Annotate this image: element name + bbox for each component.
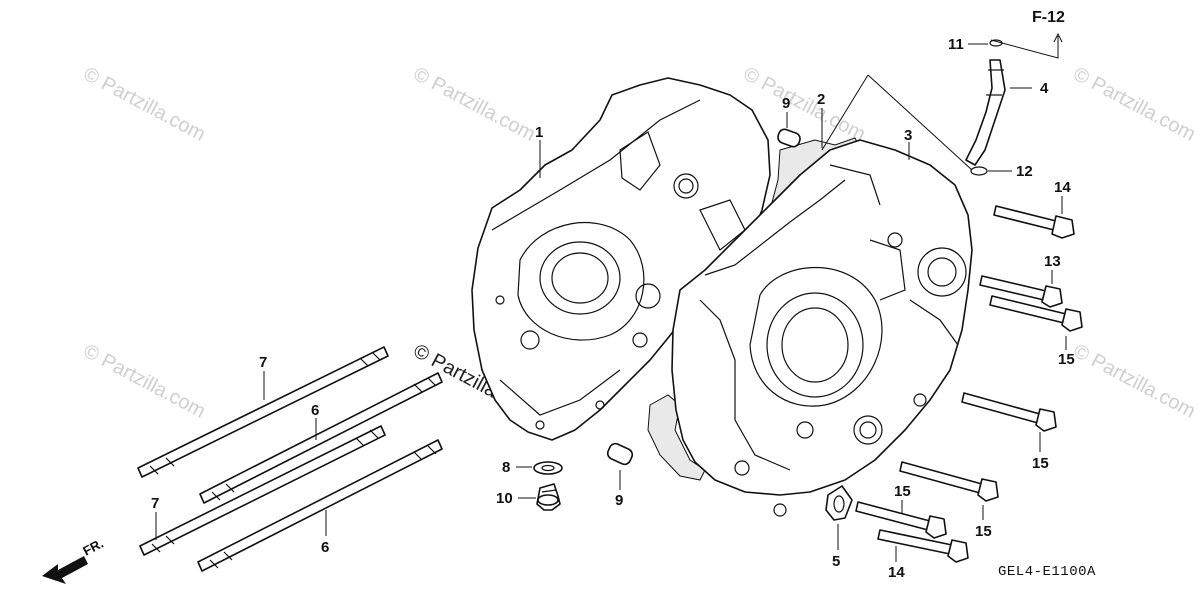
callout-9-upper[interactable]: 9 xyxy=(782,95,790,112)
callout-12[interactable]: 12 xyxy=(1016,163,1033,180)
callout-15-b[interactable]: 15 xyxy=(1032,455,1049,472)
watermark: © Partzilla.com xyxy=(80,63,209,146)
flange-bolt-14-upper[interactable] xyxy=(993,205,1075,239)
callout-3[interactable]: 3 xyxy=(904,127,912,144)
o-ring[interactable] xyxy=(825,485,853,521)
watermark: © Partzilla.com xyxy=(1070,63,1199,146)
flange-bolt-15-d[interactable] xyxy=(855,501,947,539)
watermark: © Partzilla.com xyxy=(80,340,209,423)
callout-15-c[interactable]: 15 xyxy=(894,483,911,500)
flange-bolt-14-lower[interactable] xyxy=(877,529,969,563)
dowel-pin-upper[interactable] xyxy=(776,128,801,149)
drain-bolt[interactable] xyxy=(536,483,561,511)
callout-15-d[interactable]: 15 xyxy=(975,523,992,540)
breather-hose[interactable] xyxy=(965,59,1006,166)
callout-7-upper[interactable]: 7 xyxy=(259,354,267,371)
callout-15-a[interactable]: 15 xyxy=(1058,351,1075,368)
flange-bolt-15-a[interactable] xyxy=(989,295,1083,332)
left-crankcase[interactable] xyxy=(471,77,771,441)
drawing-code: GEL4-E1100A xyxy=(998,564,1096,580)
callout-labels: 1 2 3 4 5 6 6 7 7 8 9 9 10 11 12 13 14 1… xyxy=(151,36,1075,581)
callout-1[interactable]: 1 xyxy=(535,124,543,141)
stud-bolt-6-lower[interactable] xyxy=(197,439,443,572)
callout-5[interactable]: 5 xyxy=(832,553,840,570)
right-crankcase[interactable] xyxy=(671,139,973,517)
callout-9-lower[interactable]: 9 xyxy=(615,492,623,509)
stud-bolt-7-lower[interactable] xyxy=(139,425,386,556)
front-direction-label: FR. xyxy=(80,536,106,559)
callout-8[interactable]: 8 xyxy=(502,459,510,476)
flange-bolt-15-b[interactable] xyxy=(961,392,1057,432)
watermark: © Partzilla.com xyxy=(1070,340,1199,423)
dowel-pin-lower[interactable] xyxy=(606,442,635,467)
callout-14-upper[interactable]: 14 xyxy=(1054,179,1071,196)
callout-6-lower[interactable]: 6 xyxy=(321,539,329,556)
flange-bolt-15-c[interactable] xyxy=(899,461,999,502)
stud-bolt-7-upper[interactable] xyxy=(137,346,389,478)
callout-11[interactable]: 11 xyxy=(948,36,964,53)
leader-lines xyxy=(155,39,1067,562)
hose-clip-lower[interactable] xyxy=(970,166,988,176)
callout-7-lower[interactable]: 7 xyxy=(151,495,159,512)
callout-2[interactable]: 2 xyxy=(817,91,825,108)
flange-bolt-13[interactable] xyxy=(979,275,1063,308)
callout-10[interactable]: 10 xyxy=(496,490,513,507)
callout-4[interactable]: 4 xyxy=(1040,80,1049,97)
callout-13[interactable]: 13 xyxy=(1044,253,1061,270)
watermark: © Partzilla.com xyxy=(410,63,539,146)
callout-6-upper[interactable]: 6 xyxy=(311,402,319,419)
callout-14-lower[interactable]: 14 xyxy=(888,564,905,581)
stud-bolt-6-upper[interactable] xyxy=(199,372,443,504)
reference-page-label[interactable]: F-12 xyxy=(1032,9,1065,26)
front-direction-arrow: FR. xyxy=(42,536,106,584)
sealing-washer[interactable] xyxy=(533,461,563,475)
reference-arrow xyxy=(1053,32,1063,52)
